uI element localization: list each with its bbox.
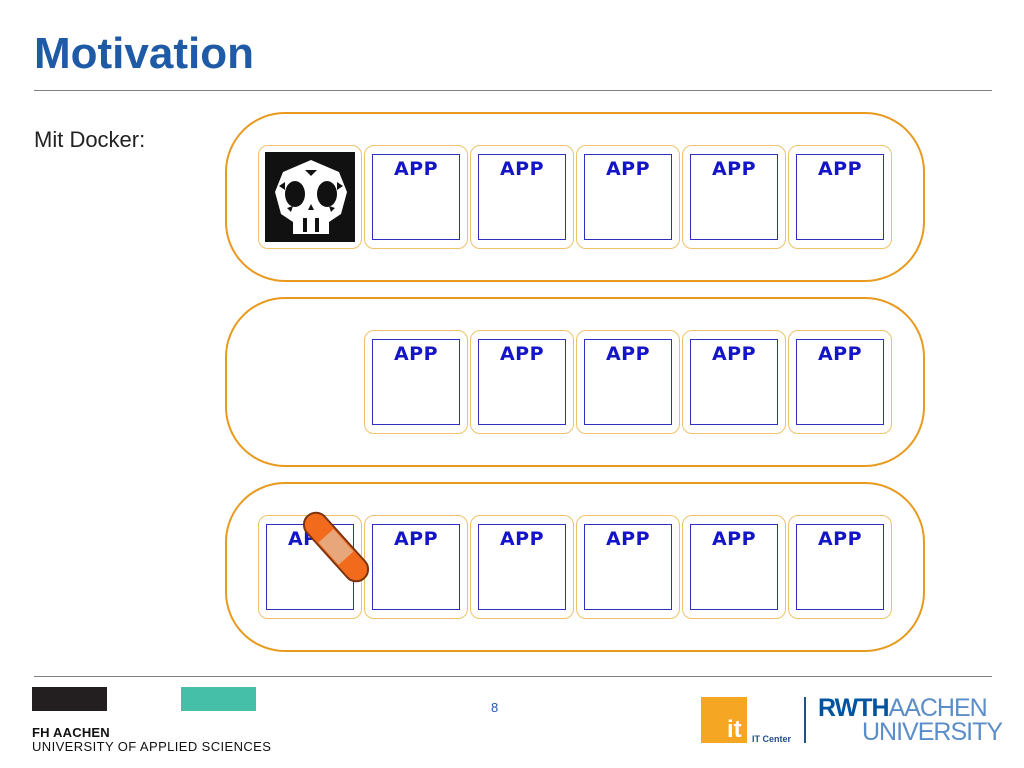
app-label: APP <box>393 158 439 180</box>
page-number: 8 <box>491 700 499 715</box>
container-app: APP <box>682 145 786 249</box>
app-box: APP <box>584 154 672 240</box>
app-label: APP <box>393 343 439 365</box>
fh-logo-teal-block <box>181 687 256 711</box>
app-label: APP <box>393 528 439 550</box>
app-box: APP <box>690 524 778 610</box>
app-label: APP <box>605 158 651 180</box>
docker-host-1 <box>225 112 925 282</box>
app-box: APP <box>372 339 460 425</box>
container-app: APP <box>788 145 892 249</box>
docker-host-2 <box>225 297 925 467</box>
app-label: APP <box>499 158 545 180</box>
container-app: APP <box>364 145 468 249</box>
container-compromised <box>258 145 362 249</box>
rwth-logo-line1: RWTHAACHEN <box>818 694 988 722</box>
rwth-logo-bold: RWTH <box>818 694 890 722</box>
it-logo-text: it <box>727 716 742 743</box>
app-box: APP <box>584 524 672 610</box>
app-box: APP <box>796 339 884 425</box>
app-box: APP <box>372 524 460 610</box>
rwth-logo-line2: UNIVERSITY <box>862 718 1003 746</box>
app-label: APP <box>605 343 651 365</box>
app-label: APP <box>711 343 757 365</box>
app-label: APP <box>499 528 545 550</box>
slide-subtitle: Mit Docker: <box>34 127 146 152</box>
bandage-icon <box>298 506 375 587</box>
slide-title: Motivation <box>34 29 254 78</box>
app-label: APP <box>711 158 757 180</box>
app-label: APP <box>605 528 651 550</box>
container-app: APP <box>470 145 574 249</box>
app-box: APP <box>690 339 778 425</box>
container-app: APP <box>364 515 468 619</box>
app-box: APP <box>478 339 566 425</box>
container-app: APP <box>470 330 574 434</box>
it-center-label: IT Center <box>752 734 792 744</box>
app-label: APP <box>817 158 863 180</box>
rwth-logo-light: AACHEN <box>888 694 988 722</box>
top-divider <box>34 90 992 91</box>
container-app: APP <box>576 330 680 434</box>
container-app: APP <box>576 515 680 619</box>
app-box: APP <box>584 339 672 425</box>
fh-logo-black-block <box>32 687 107 711</box>
container-app: APP <box>788 515 892 619</box>
fh-logo-subtitle: UNIVERSITY OF APPLIED SCIENCES <box>32 739 272 754</box>
container-app: APP <box>682 515 786 619</box>
it-logo-box <box>701 697 747 743</box>
app-label: APP <box>711 528 757 550</box>
logo-divider <box>804 697 806 743</box>
container-app: APP <box>682 330 786 434</box>
app-label: APP <box>499 343 545 365</box>
docker-host-3 <box>225 482 925 652</box>
fh-logo-name: FH AACHEN <box>32 725 110 740</box>
app-box: APP <box>478 154 566 240</box>
container-app: APP <box>576 145 680 249</box>
app-box: APP <box>478 524 566 610</box>
skull-icon <box>265 152 355 242</box>
app-box: APP <box>796 524 884 610</box>
container-app: APP <box>364 330 468 434</box>
bottom-divider <box>34 676 992 677</box>
app-box: APP <box>796 154 884 240</box>
app-box: APP <box>690 154 778 240</box>
container-app: APP <box>788 330 892 434</box>
app-label: APP <box>817 528 863 550</box>
app-box: APP <box>372 154 460 240</box>
app-label: APP <box>817 343 863 365</box>
container-app: APP <box>470 515 574 619</box>
